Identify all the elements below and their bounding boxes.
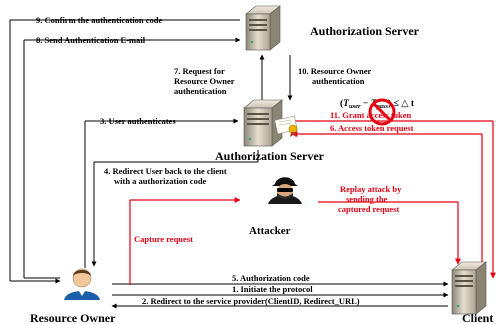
attacker-label: Attacker	[249, 225, 291, 237]
replay-attack-label-line3: captured request	[338, 204, 399, 214]
client-label: Client	[462, 311, 493, 324]
step-7-label-line3: authentication	[174, 86, 227, 96]
replay-attack-label-line1: Replay attack by	[340, 184, 402, 194]
resource-owner-label: Resource Owner	[30, 311, 116, 324]
step-6-label: 6. Access token request	[330, 123, 414, 133]
step-4-label-line1: 4. Redirect User back to the client	[104, 166, 227, 176]
hacker-icon	[268, 177, 302, 204]
server-icon	[243, 99, 283, 147]
replay-attack-label-line2: sending the	[346, 194, 388, 204]
user-icon	[64, 268, 100, 300]
step-3-label: 3. User authenticates	[100, 116, 176, 126]
step-10-label-line1: 10. Resource Owner	[298, 66, 371, 76]
server-icon	[245, 5, 281, 51]
step-7-label-line1: 7. Request for	[174, 66, 225, 76]
step-7-label-line2: Resource Owner	[174, 76, 235, 86]
server-icon	[451, 261, 487, 315]
step-9-label: 9. Confirm the authentication code	[36, 15, 163, 25]
certificate-icon	[274, 115, 298, 137]
step-4-label-line2: with a authorization code	[114, 176, 207, 186]
step-5-label: 5. Authorization code	[232, 273, 310, 283]
prohibited-icon	[368, 98, 396, 126]
auth-server-top-label: Authorization Server	[310, 24, 420, 38]
step-10-label-line2: authentication	[312, 76, 365, 86]
step-1-label: 1. Initiate the protocol	[232, 284, 313, 294]
auth-server-mid-label: Authorization Server	[215, 149, 325, 163]
step-8-label: 8. Send Authentication E-mail	[36, 35, 146, 45]
step-2-label: 2. Redirect to the service provider(Clie…	[142, 296, 360, 306]
capture-request-label: Capture request	[134, 234, 193, 244]
